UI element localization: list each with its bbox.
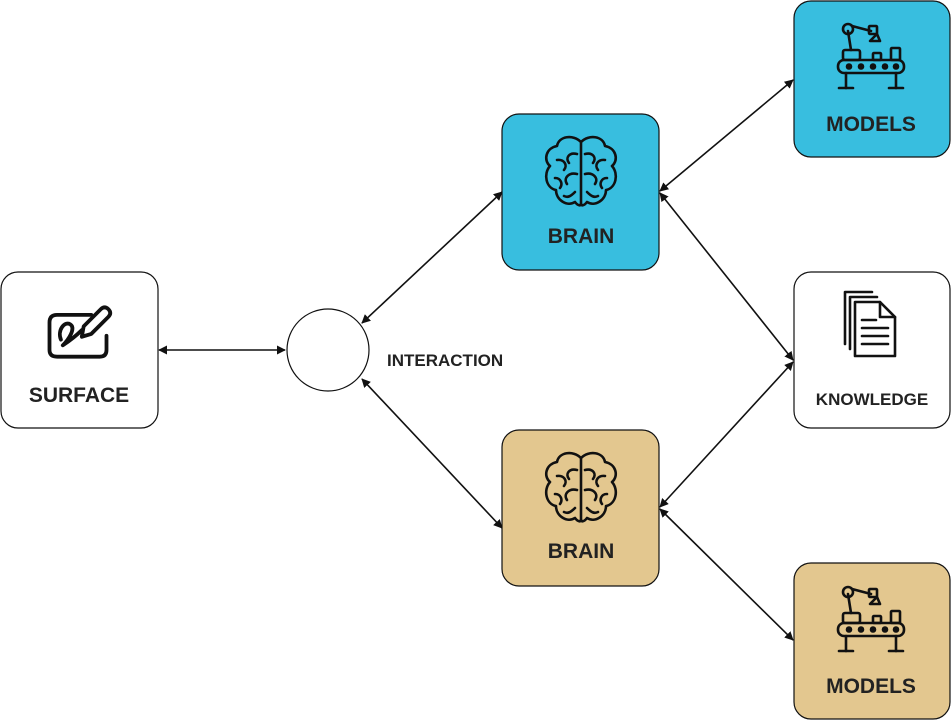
connector-interaction-brain-top <box>361 191 503 324</box>
surface-node: SURFACE <box>0 271 159 429</box>
interaction-node: INTERACTION <box>286 308 503 392</box>
connectors <box>158 79 794 641</box>
surface-label: SURFACE <box>29 384 129 407</box>
connector-brain-top-models-top <box>659 79 794 192</box>
brain-bottom-node: BRAIN <box>501 429 660 587</box>
models-top-node: MODELS <box>793 0 951 158</box>
models-bottom-box <box>793 562 951 720</box>
knowledge-node: KNOWLEDGE <box>793 271 951 429</box>
models-bottom-node: MODELS <box>793 562 951 720</box>
brain-bottom-label: BRAIN <box>548 540 615 563</box>
connector-brain-top-knowledge <box>659 192 794 361</box>
knowledge-label: KNOWLEDGE <box>816 390 928 409</box>
connector-brain-bottom-models-bottom <box>659 508 794 641</box>
models-top-label: MODELS <box>826 113 916 136</box>
models-bottom-label: MODELS <box>826 675 916 698</box>
models-top-box <box>793 0 951 158</box>
brain-top-label: BRAIN <box>548 225 615 248</box>
connector-brain-bottom-knowledge <box>659 361 794 508</box>
connector-interaction-brain-bottom <box>361 378 503 529</box>
interaction-label: INTERACTION <box>387 351 503 370</box>
brain-top-node: BRAIN <box>501 113 660 271</box>
